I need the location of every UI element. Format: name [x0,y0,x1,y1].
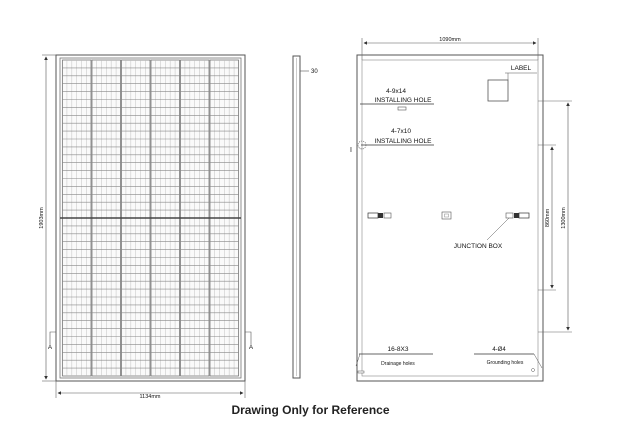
junction-box-right [505,212,530,219]
detail-mark: I [350,147,352,154]
junction-box-leader [486,217,510,241]
caption: Drawing Only for Reference [231,403,390,417]
detail-circle [357,140,367,150]
install-hole-1-size: 4-9x14 [386,88,406,95]
side-thickness-label: 30 [311,69,318,75]
drainage-leader [355,353,361,367]
junction-box-label: JUNCTION BOX [454,243,503,250]
section-line-left [49,331,56,344]
junction-box-left [367,212,392,219]
back-width-label: 1090mm [439,37,461,43]
grounding-hole-mark [531,368,535,372]
section-mark-left: A [48,345,52,351]
front-width-label: 1134mm [140,394,161,400]
dim-inner-label: 860mm [545,208,551,227]
dim-outer-label: 1300mm [561,207,567,229]
install-hole-2-size: 4-7x10 [391,128,411,135]
label-plate [487,79,509,102]
section-mark-right: A [249,345,253,351]
front-height-label: 1903mm [39,207,45,229]
side-view: 30 [292,55,318,379]
back-view: 1090mm LABEL 4-9x14 INSTALLING HOLE 4-7x… [350,37,572,382]
grounding-text: Grounding holes [487,360,524,366]
section-line-right [245,331,252,344]
junction-box-center [441,211,452,220]
grounding-leader [533,353,543,369]
grounding-size: 4-Ø4 [492,347,506,353]
install-hole-2-text: INSTALLING HOLE [375,138,433,145]
drainage-size: 16-8X3 [388,346,409,353]
install-hole-1-slot [397,106,407,111]
drainage-text: Drainage holes [381,361,415,367]
label-text: LABEL [511,65,532,72]
drainage-hole-mark [357,370,365,374]
front-view: 1903mm 1134mm A A [39,54,253,400]
install-hole-1-text: INSTALLING HOLE [375,97,433,104]
